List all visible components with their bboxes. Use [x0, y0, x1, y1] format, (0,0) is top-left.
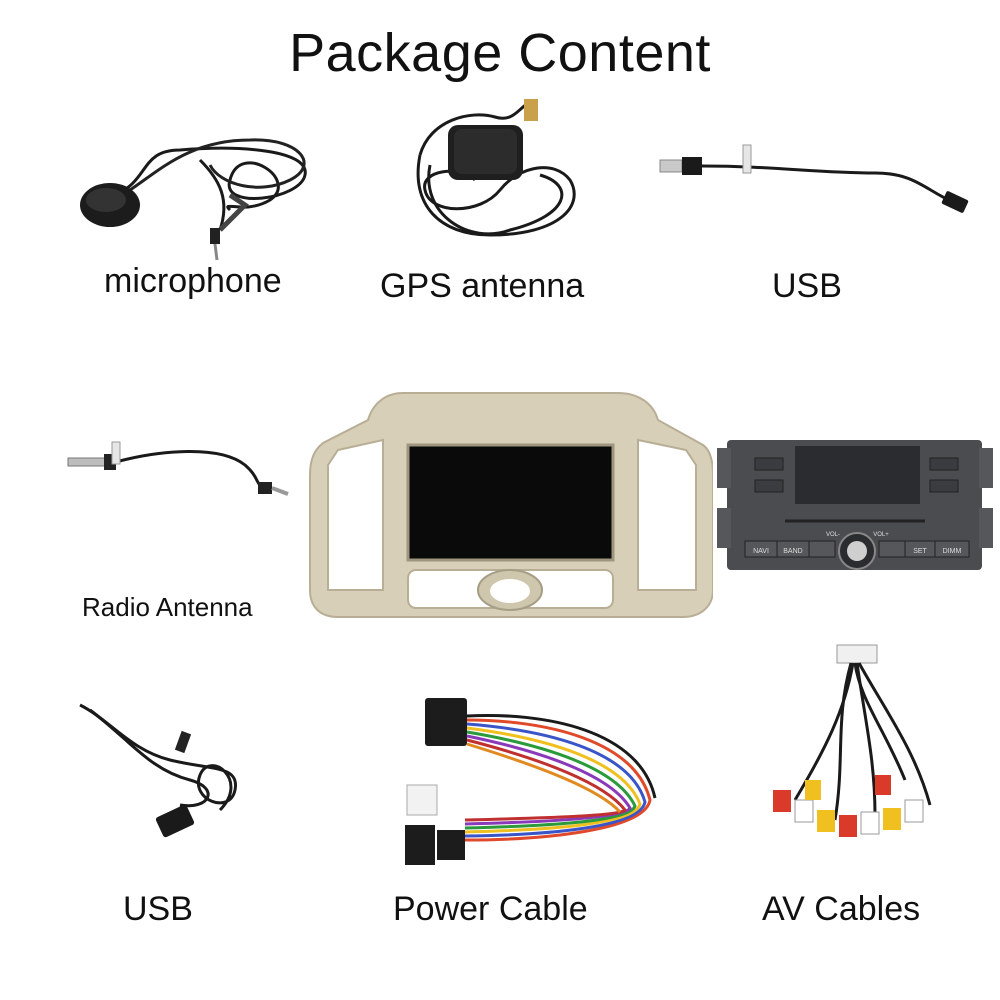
gps-antenna-label: GPS antenna [380, 267, 585, 305]
usb-cable-icon [659, 144, 969, 213]
microphone-label: microphone [104, 262, 282, 300]
usb-item [655, 135, 975, 225]
av-cables-icon [773, 644, 932, 837]
head-unit-frame-item [308, 385, 713, 625]
navi-button-label: NAVI [753, 548, 769, 555]
power-cable-item [395, 690, 660, 880]
usb-extension-label: USB [123, 890, 193, 928]
dimm-button-label: DIMM [943, 548, 962, 555]
microphone-icon [80, 138, 307, 261]
radio-antenna-icon [67, 441, 289, 496]
radio-antenna-item [60, 430, 300, 510]
usb-extension-item [70, 690, 260, 850]
gps-antenna-icon [416, 99, 576, 237]
set-button-label: SET [913, 548, 927, 555]
page-title: Package Content [289, 23, 711, 83]
vol-minus-label: VOL- [826, 532, 840, 538]
band-button-label: BAND [783, 548, 802, 555]
stereo-panel-item: NAVI BAND SET DIMM VOL- VOL+ [715, 438, 997, 578]
head-unit-frame-icon [309, 392, 713, 618]
radio-antenna-label: Radio Antenna [82, 592, 253, 622]
av-cables-item [765, 640, 945, 870]
microphone-item [70, 120, 330, 270]
usb-label: USB [772, 267, 842, 305]
stereo-panel-icon: NAVI BAND SET DIMM VOL- VOL+ [717, 440, 993, 570]
usb-extension-cable-icon [79, 703, 237, 838]
power-cable-harness-icon [405, 698, 657, 865]
vol-plus-label: VOL+ [873, 532, 889, 538]
gps-antenna-item [400, 95, 590, 255]
power-cable-label: Power Cable [393, 890, 588, 928]
av-cables-label: AV Cables [762, 890, 921, 928]
